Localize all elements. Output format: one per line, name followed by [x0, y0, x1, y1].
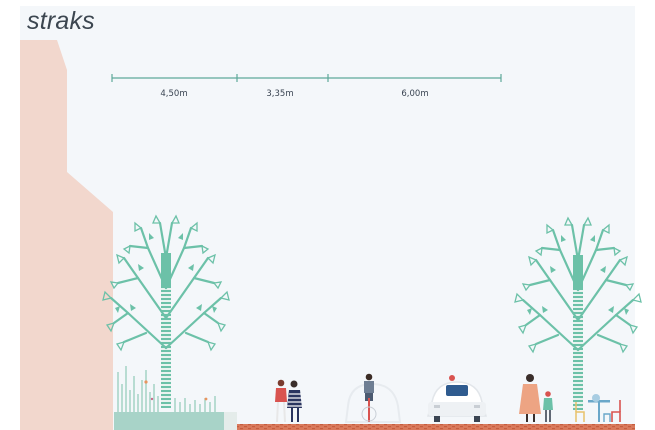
dimension-label-3: 6,00m — [401, 89, 428, 99]
couple-icon — [275, 379, 302, 423]
tree-icon — [101, 214, 231, 410]
brick-pavement — [237, 424, 635, 430]
cafe-table-icon — [575, 394, 621, 422]
planter-icon — [114, 366, 237, 430]
adult-with-child-icon — [519, 374, 553, 422]
dimension-line — [111, 74, 502, 82]
dimension-label-1: 4,50m — [160, 89, 187, 99]
car-icon — [427, 375, 487, 422]
cyclist-icon — [344, 373, 402, 423]
page-title: straks — [27, 7, 95, 35]
dimension-label-2: 3,35m — [266, 89, 293, 99]
tree-icon — [513, 216, 643, 412]
building-facade — [20, 40, 113, 430]
